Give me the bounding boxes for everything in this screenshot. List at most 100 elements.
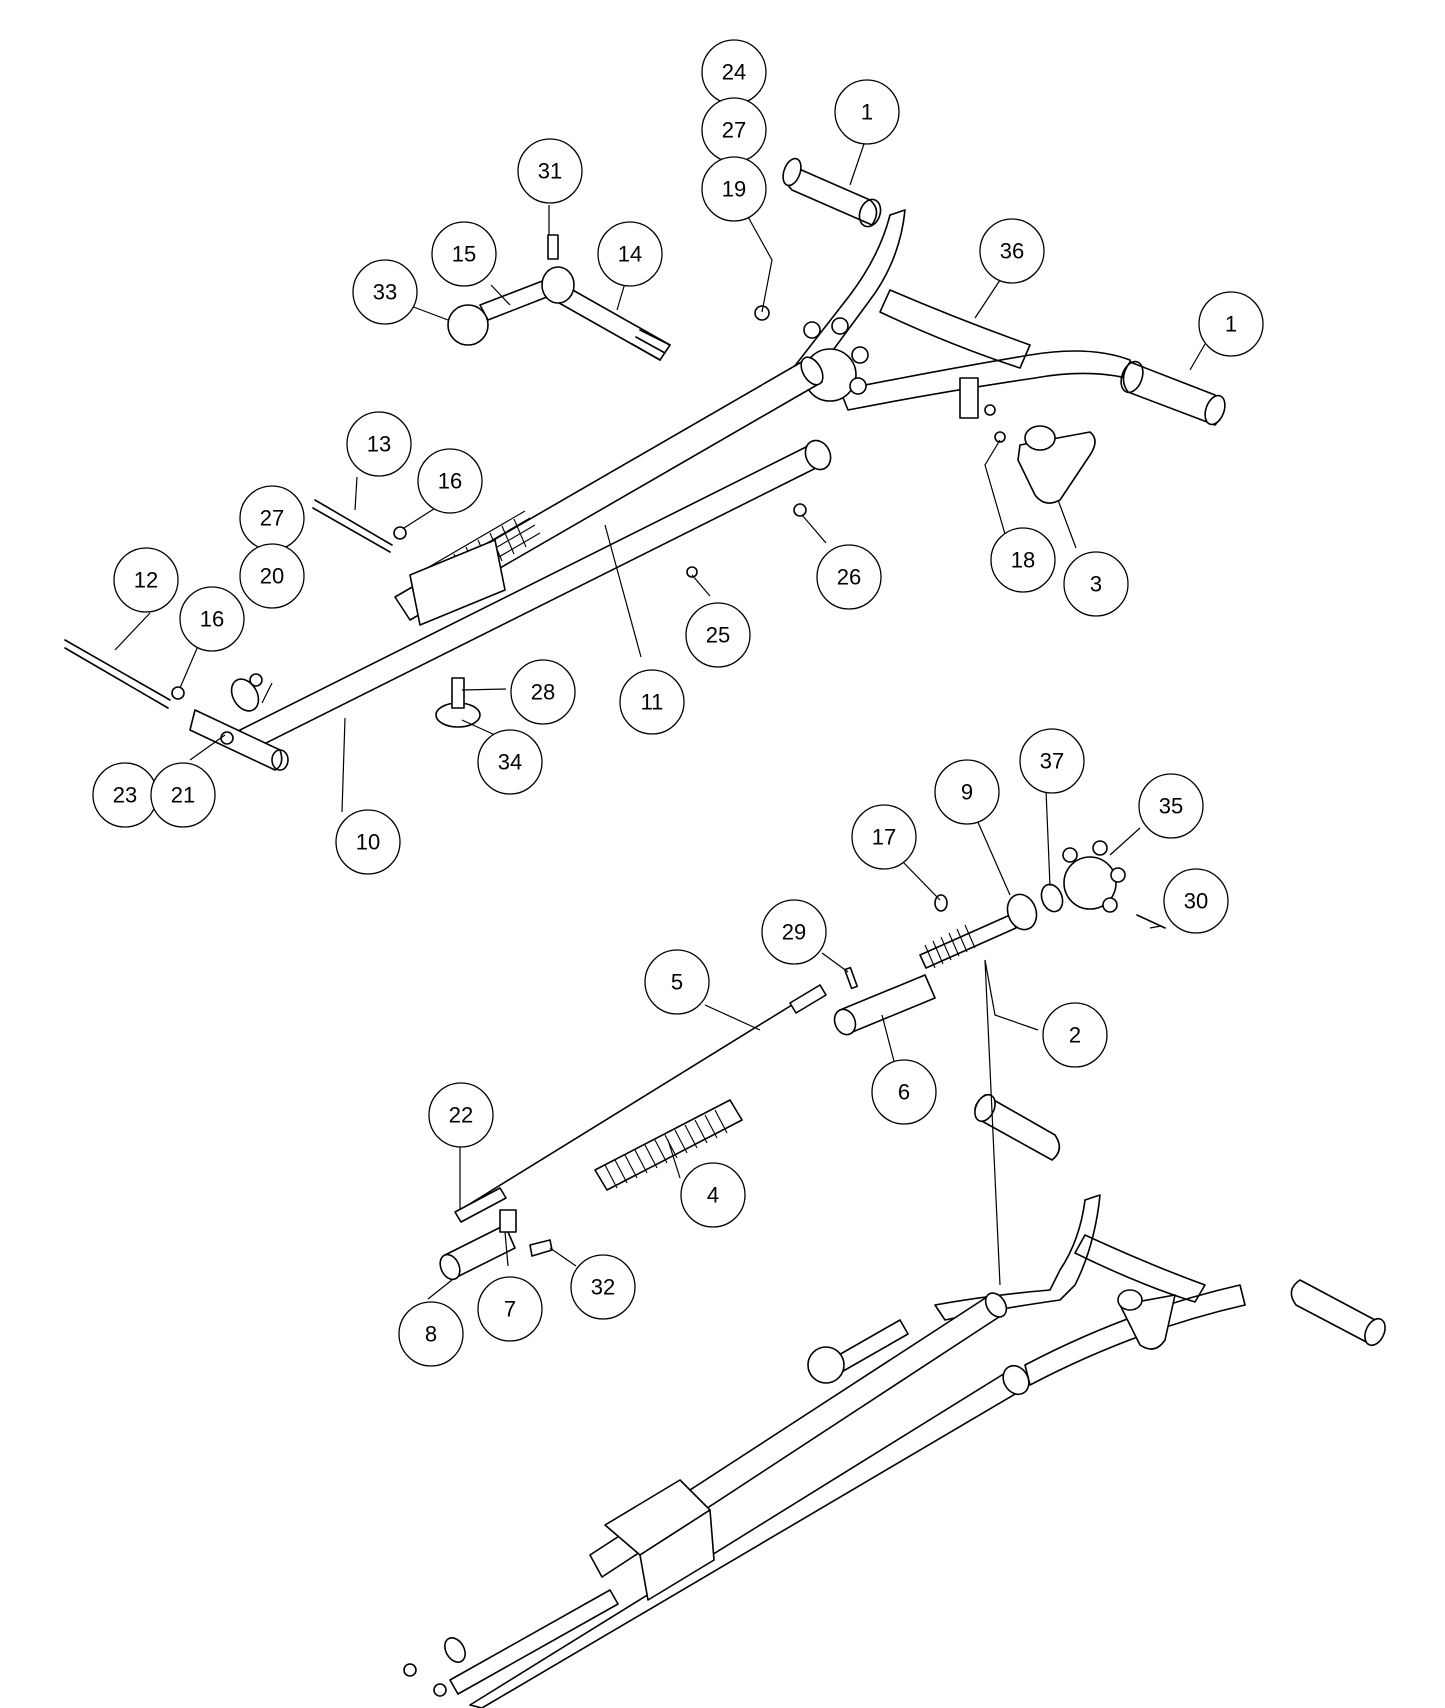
callout-label: 12 bbox=[134, 568, 158, 593]
washer-16a bbox=[393, 526, 407, 540]
washer-16b bbox=[171, 686, 185, 700]
callout-22: 22 bbox=[428, 1082, 494, 1148]
callout-16-lower: 16 bbox=[179, 586, 245, 652]
arm-hub bbox=[541, 266, 575, 304]
star-knob-lobe bbox=[803, 321, 821, 339]
cable-rod bbox=[459, 999, 801, 1211]
front-end-cap bbox=[271, 749, 289, 771]
callout-label: 25 bbox=[706, 623, 730, 648]
callout-13: 13 bbox=[346, 411, 412, 477]
grip-right-collar bbox=[1120, 360, 1144, 394]
callout-label: 15 bbox=[452, 242, 476, 267]
callout-35: 35 bbox=[1138, 773, 1204, 839]
ball-knob bbox=[447, 304, 489, 346]
callout-27-upper: 27 bbox=[701, 97, 767, 163]
knob-35-lobe bbox=[1110, 867, 1126, 883]
main-tube-end bbox=[800, 356, 824, 386]
callout-9: 9 bbox=[934, 759, 1000, 825]
tension-knob-cap bbox=[1024, 425, 1056, 451]
callout-label: 33 bbox=[373, 280, 397, 305]
lower-assembly bbox=[403, 1093, 1386, 1708]
callout-27-lower: 27 bbox=[239, 485, 305, 551]
callout-label: 35 bbox=[1159, 794, 1183, 819]
callout-label: 22 bbox=[449, 1103, 473, 1128]
grip-right-end bbox=[1204, 394, 1226, 426]
callout-label: 36 bbox=[1000, 239, 1024, 264]
callout-30: 30 bbox=[1163, 868, 1229, 934]
star-knob-lobe bbox=[849, 377, 867, 395]
bushing-9 bbox=[1006, 893, 1038, 931]
bracket-7 bbox=[499, 1209, 517, 1233]
rail-block bbox=[409, 539, 506, 626]
pin-mid-edge bbox=[312, 507, 391, 553]
screw-25 bbox=[686, 566, 698, 578]
threaded-shaft bbox=[919, 914, 1017, 969]
callout-label: 32 bbox=[591, 1275, 615, 1300]
callout-17: 17 bbox=[851, 804, 917, 870]
callout-32: 32 bbox=[570, 1254, 636, 1320]
knob-35-lobe bbox=[1062, 847, 1078, 863]
callout-31: 31 bbox=[517, 138, 583, 204]
callout-37: 37 bbox=[1019, 728, 1085, 794]
callout-label: 26 bbox=[837, 565, 861, 590]
adjuster-arm-thread bbox=[631, 329, 671, 361]
star-knob-lobe bbox=[831, 317, 849, 335]
clip-21 bbox=[220, 731, 234, 745]
callout-label: 21 bbox=[171, 783, 195, 808]
pin-32 bbox=[529, 1239, 553, 1257]
callout-label: 8 bbox=[425, 1322, 437, 1347]
lower-rail-end bbox=[804, 439, 832, 471]
washer-37 bbox=[1040, 883, 1064, 913]
callout-label: 16 bbox=[438, 469, 462, 494]
callout-28: 28 bbox=[510, 659, 576, 725]
callout-15: 15 bbox=[431, 221, 497, 287]
pivot-clamp bbox=[230, 678, 260, 712]
callout-14: 14 bbox=[597, 221, 663, 287]
callout-label: 6 bbox=[898, 1080, 910, 1105]
lower-main-tube-end bbox=[984, 1292, 1008, 1318]
callout-label: 34 bbox=[498, 750, 522, 775]
callout-label: 19 bbox=[722, 177, 746, 202]
callout-1-left: 1 bbox=[834, 79, 900, 145]
callout-label: 30 bbox=[1184, 889, 1208, 914]
callout-label: 28 bbox=[531, 680, 555, 705]
callout-label: 1 bbox=[861, 100, 873, 125]
callout-label: 18 bbox=[1011, 548, 1035, 573]
handlebar-rear-tube bbox=[879, 289, 1031, 369]
callout-label: 4 bbox=[707, 1183, 719, 1208]
callout-20: 20 bbox=[239, 543, 305, 609]
callout-24: 24 bbox=[701, 39, 767, 105]
callout-2: 2 bbox=[1042, 1002, 1108, 1068]
washer-17 bbox=[934, 894, 948, 912]
callout-label: 24 bbox=[722, 60, 746, 85]
callout-label: 1 bbox=[1225, 312, 1237, 337]
sleeve-end bbox=[833, 1008, 857, 1036]
callout-label: 10 bbox=[356, 830, 380, 855]
lower-front-clip bbox=[433, 1683, 447, 1697]
bolt-19 bbox=[754, 305, 770, 321]
callout-18: 18 bbox=[990, 527, 1056, 593]
clevis-22 bbox=[454, 1187, 507, 1223]
callout-label: 29 bbox=[782, 920, 806, 945]
knob-screw bbox=[451, 677, 465, 709]
lower-handlebar-crossbar bbox=[1024, 1284, 1246, 1386]
knob-35-lobe bbox=[1092, 840, 1108, 856]
screw-18b bbox=[984, 404, 996, 416]
callout-5: 5 bbox=[644, 949, 710, 1015]
end-tube-8-end bbox=[439, 1253, 461, 1281]
exploded-parts bbox=[439, 840, 1166, 1281]
grip-left-collar bbox=[858, 198, 882, 228]
callout-label: 27 bbox=[722, 118, 746, 143]
pin-long-edge bbox=[64, 647, 169, 709]
roll-pin bbox=[547, 234, 559, 260]
cable-end-fitting bbox=[789, 984, 827, 1014]
leader-lines bbox=[114, 140, 1206, 1300]
callout-label: 2 bbox=[1069, 1023, 1081, 1048]
pin-mid bbox=[314, 499, 393, 546]
crossbar-bracket bbox=[959, 377, 979, 419]
knob-35-lobe bbox=[1102, 897, 1118, 913]
handle-arm bbox=[479, 279, 553, 321]
callout-4: 4 bbox=[680, 1162, 746, 1228]
lower-slide-plate bbox=[639, 1509, 715, 1601]
callout-1-right: 1 bbox=[1198, 291, 1264, 357]
